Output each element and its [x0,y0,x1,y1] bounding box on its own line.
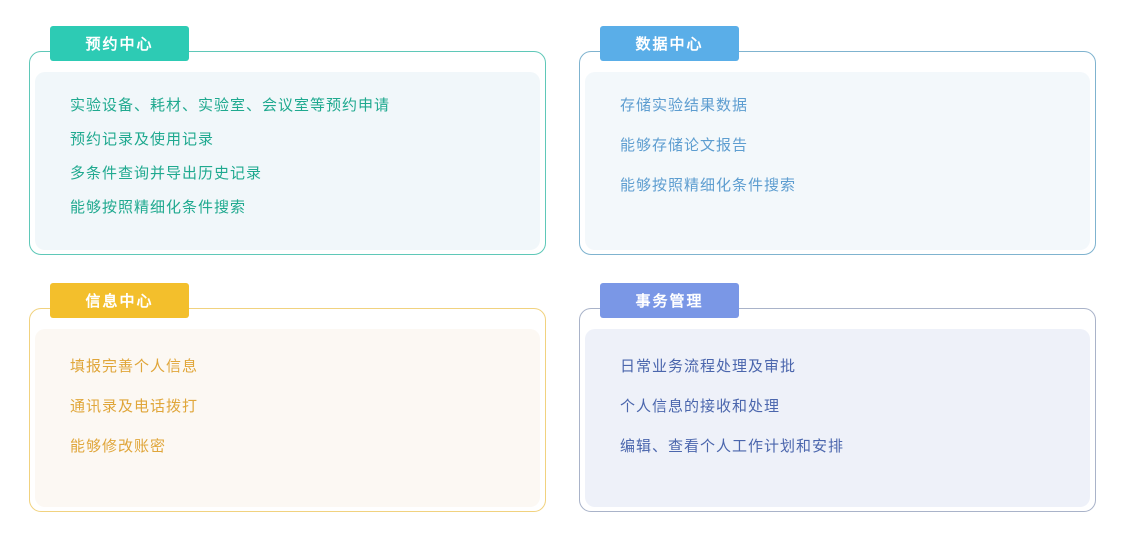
affairs-management-title: 事务管理 [600,283,739,318]
info-center-panel [35,329,540,507]
list-item: 填报完善个人信息 [70,357,199,375]
list-item: 实验设备、耗材、实验室、会议室等预约申请 [70,96,391,114]
data-center-title: 数据中心 [600,26,739,61]
info-center-title: 信息中心 [50,283,189,318]
reservation-center-panel [35,72,540,250]
reservation-center-list: 实验设备、耗材、实验室、会议室等预约申请 预约记录及使用记录 多条件查询并导出历… [70,94,390,230]
reservation-center-title: 预约中心 [50,26,189,61]
affairs-management-panel [585,329,1090,507]
data-center-panel [585,72,1090,250]
reservation-center-card: 预约中心 实验设备、耗材、实验室、会议室等预约申请 预约记录及使用记录 多条件查… [29,26,546,255]
affairs-management-list: 日常业务流程处理及审批 个人信息的接收和处理 编辑、查看个人工作计划和安排 [620,355,844,475]
info-center-list: 填报完善个人信息 通讯录及电话拨打 能够修改账密 [70,355,198,475]
info-center-card: 信息中心 填报完善个人信息 通讯录及电话拨打 能够修改账密 [29,283,546,512]
list-item: 个人信息的接收和处理 [620,397,781,415]
list-item: 通讯录及电话拨打 [70,397,199,415]
data-center-card: 数据中心 存储实验结果数据 能够存储论文报告 能够按照精细化条件搜索 [579,26,1096,255]
list-item: 日常业务流程处理及审批 [620,357,797,375]
list-item: 存储实验结果数据 [620,96,749,114]
list-item: 能够按照精细化条件搜索 [70,198,247,216]
list-item: 预约记录及使用记录 [70,130,215,148]
affairs-management-card: 事务管理 日常业务流程处理及审批 个人信息的接收和处理 编辑、查看个人工作计划和… [579,283,1096,512]
list-item: 能够按照精细化条件搜索 [620,176,797,194]
list-item: 多条件查询并导出历史记录 [70,164,263,182]
data-center-list: 存储实验结果数据 能够存储论文报告 能够按照精细化条件搜索 [620,94,796,214]
list-item: 能够修改账密 [70,437,167,455]
list-item: 编辑、查看个人工作计划和安排 [620,437,845,455]
list-item: 能够存储论文报告 [620,136,749,154]
